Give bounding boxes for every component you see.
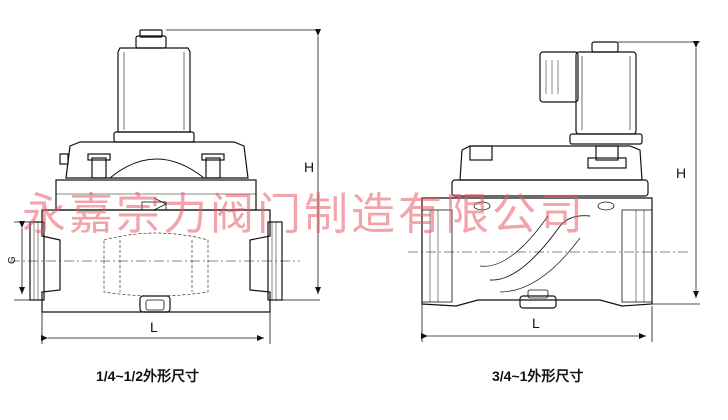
left-dimensions (10, 29, 321, 344)
left-coil-body (117, 47, 191, 133)
left-coil-cap (135, 35, 167, 49)
left-flange (55, 179, 257, 211)
left-l-label: L (150, 319, 158, 335)
right-l-label: L (532, 315, 540, 331)
right-connector (539, 51, 579, 103)
right-coil-body (575, 51, 637, 135)
left-g-label: G (7, 256, 18, 264)
right-h-label: H (676, 165, 686, 181)
right-valve (421, 41, 653, 309)
right-bonnet (459, 145, 643, 181)
left-caption: 1/4~1/2外形尺寸 (96, 368, 200, 384)
left-bonnet (65, 141, 249, 179)
right-caption: 3/4~1外形尺寸 (492, 368, 584, 384)
left-valve (29, 29, 283, 313)
right-dimensions (408, 41, 700, 342)
right-flange (451, 179, 649, 197)
left-h-label: H (304, 159, 314, 175)
